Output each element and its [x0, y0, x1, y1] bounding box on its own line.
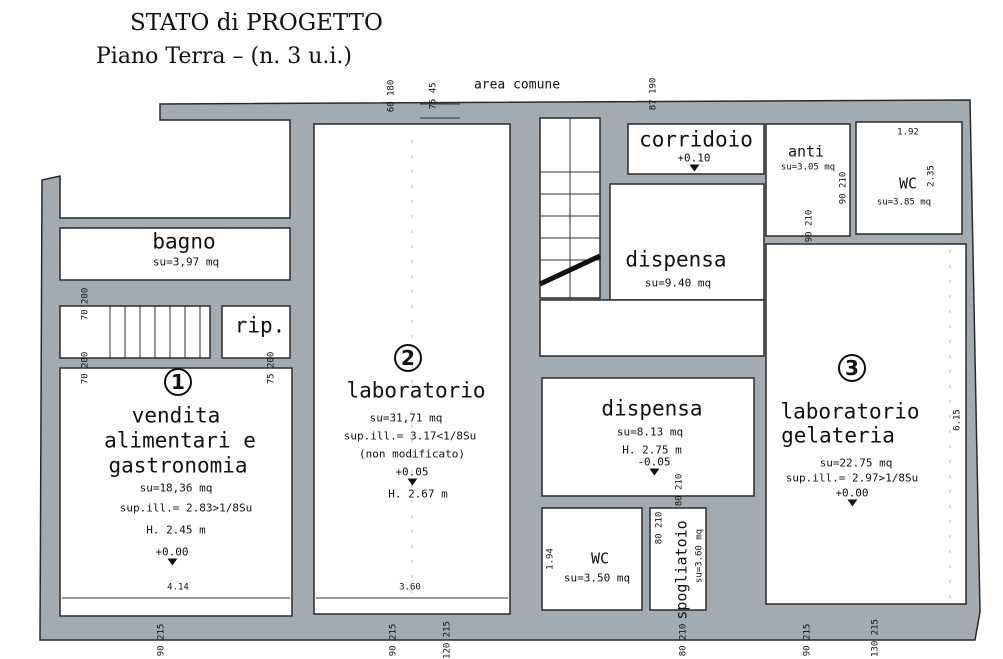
door-label: 130 215	[870, 619, 881, 657]
unit-3-name-line-1: laboratorio	[780, 399, 920, 424]
door-label: 70 200	[80, 287, 91, 321]
room-wc-top-name: WC	[898, 174, 918, 193]
unit-1-name-line-1: vendita	[131, 403, 221, 428]
room-spogliatoio-name: spogliatoio	[672, 520, 691, 620]
room-spogliatoio-su: su=3.60 mq	[694, 528, 705, 584]
room-dispensa-mid-name: dispensa	[601, 396, 703, 421]
room-bagno	[59, 227, 291, 281]
unit-1-supill: sup.ill.= 2.83>1/8Su	[119, 501, 253, 515]
unit-2-height: H. 2.67 m	[388, 487, 448, 501]
room-dispensa-mid-height: H. 2.75 m	[622, 443, 682, 457]
room-corridoio-level: +0.10	[677, 153, 710, 172]
room-wc-bottom-su: su=3.50 mq	[563, 571, 631, 585]
unit-2-note: (non modificato)	[359, 447, 465, 461]
unit-2-dim: 3.60	[399, 582, 421, 593]
room-dispensa-top-su: su=9.40 mq	[644, 276, 712, 290]
room-unit-1	[59, 367, 293, 617]
room-rip	[221, 305, 291, 359]
room-dispensa-mid-level: -0.05	[637, 457, 670, 476]
door-label: 87 190	[648, 77, 659, 111]
stair-arrow	[538, 253, 602, 287]
door-label: 80 210	[654, 511, 665, 545]
room-wc-top-su: su=3.85 mq	[876, 197, 932, 208]
unit-2-name: laboratorio	[346, 378, 486, 403]
room-wc-top	[855, 121, 963, 235]
room-wc-top-dim-h: 2.35	[926, 165, 937, 187]
door-label: 70 200	[80, 351, 91, 385]
door-label: 60 180	[386, 79, 397, 113]
room-dispensa-mid-su: su=8.13 mq	[616, 425, 684, 439]
room-anti-name: anti	[787, 142, 825, 161]
unit-2-supill: sup.ill.= 3.17<1/8Su	[343, 429, 477, 443]
stair-treads-left	[109, 306, 201, 358]
door-label: 80 210	[674, 473, 685, 507]
door-label: 120 215	[442, 621, 453, 659]
room-wc-bottom-name: WC	[590, 549, 610, 568]
room-corridoio-name: corridoio	[639, 127, 753, 152]
room-dispensa-upper-join	[539, 299, 765, 357]
unit-1-height: H. 2.45 m	[146, 523, 206, 537]
drawing-title: STATO di PROGETTO	[130, 10, 383, 36]
unit-1-name-line-2: alimentari e	[104, 428, 256, 453]
door-label: 90 215	[802, 623, 813, 657]
unit-2-badge: 2	[394, 344, 422, 372]
unit-1-badge: 1	[164, 368, 192, 396]
unit-3-supill: sup.ill.= 2.97>1/8Su	[785, 471, 919, 485]
room-wc-top-dim-w: 1.92	[897, 127, 919, 138]
unit-3-badge: 3	[838, 354, 866, 382]
unit-3-dim: 6.15	[952, 409, 963, 431]
unit-2-level: +0.05	[395, 467, 428, 486]
door-label: 90 215	[156, 623, 167, 657]
unit-1-dim: 4.14	[167, 582, 189, 593]
room-anti-su: su=3.05 mq	[780, 162, 836, 173]
room-unit-3	[765, 243, 967, 605]
room-wc-bottom	[541, 507, 643, 611]
room-rip-name: rip.	[234, 313, 286, 338]
unit-3-level: +0.00	[835, 488, 868, 507]
door-label: 90 210	[804, 209, 815, 243]
room-anti	[765, 123, 851, 237]
unit-2-su: su=31,71 mq	[369, 411, 443, 425]
room-wc-bottom-dim-h: 1.94	[545, 548, 556, 570]
door-label: 75 45	[428, 82, 439, 110]
door-label: 90 215	[388, 623, 399, 657]
door-label: 90 210	[838, 171, 849, 205]
unit-1-su: su=18,36 mq	[139, 481, 213, 495]
door-label: 75 200	[266, 351, 277, 385]
door-label: 80 210	[678, 623, 689, 657]
drawing-subtitle: Piano Terra – (n. 3 u.i.)	[96, 44, 352, 69]
room-spogliatoio	[649, 507, 707, 611]
unit-3-name-line-2: gelateria	[781, 423, 895, 448]
area-comune-label: area comune	[473, 77, 561, 93]
room-dispensa-mid	[541, 377, 755, 497]
unit-3-su: su=22.75 mq	[819, 456, 893, 470]
room-bagno-su: su=3,97 mq	[152, 255, 220, 269]
room-dispensa-top-name: dispensa	[625, 247, 727, 272]
unit-1-name-line-3: gastronomia	[108, 453, 248, 478]
room-bagno-name: bagno	[152, 229, 216, 254]
unit-1-level: +0.00	[155, 547, 188, 566]
